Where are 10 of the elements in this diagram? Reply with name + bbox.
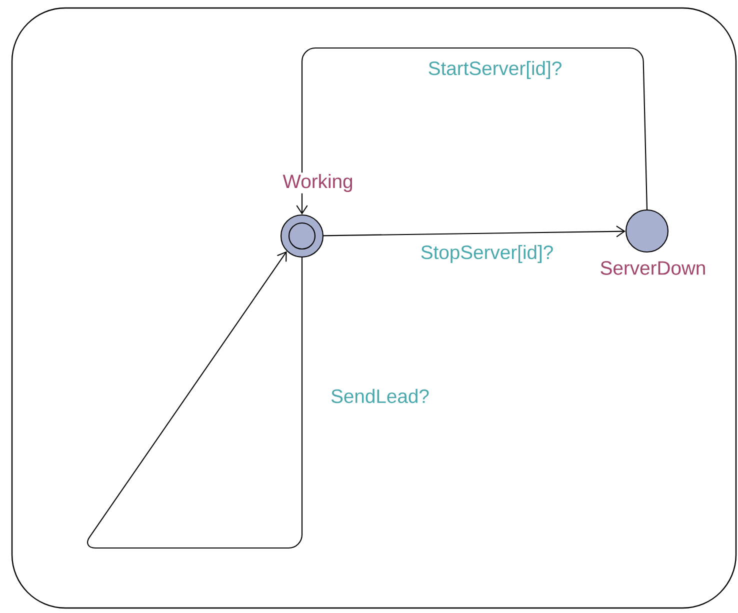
edge-label: StartServer[id]? xyxy=(428,60,562,79)
state-circle xyxy=(625,209,669,253)
state-name: Working xyxy=(281,172,355,194)
state-name: ServerDown xyxy=(598,260,708,276)
edge-label: SendLead? xyxy=(331,388,429,404)
transition-arrow xyxy=(324,226,626,238)
initial-state xyxy=(280,214,324,258)
transition-arrow xyxy=(296,47,648,214)
transition-arrow xyxy=(87,251,303,549)
edge-label: StopServer[id]? xyxy=(421,244,553,263)
